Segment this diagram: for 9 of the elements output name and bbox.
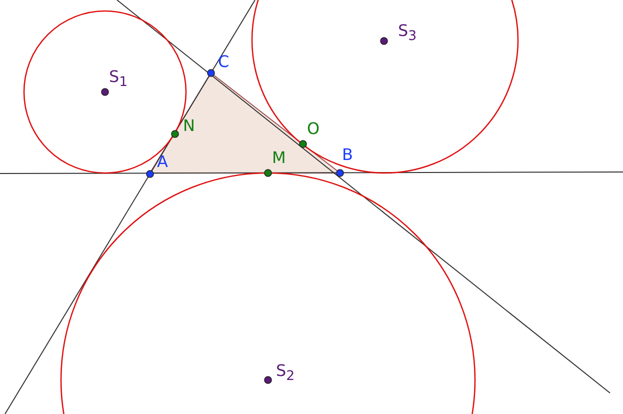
point-label: C [218,53,230,71]
point-label: N [183,117,195,135]
point-label: S$_{3}$ [398,22,417,46]
point-label: A [157,153,168,171]
point-label: S$_{1}$ [109,68,128,92]
point-label: S$_{2}$ [276,362,295,386]
point-label: M [272,149,286,167]
point-label: B [342,146,353,164]
point-label: O [307,120,320,138]
